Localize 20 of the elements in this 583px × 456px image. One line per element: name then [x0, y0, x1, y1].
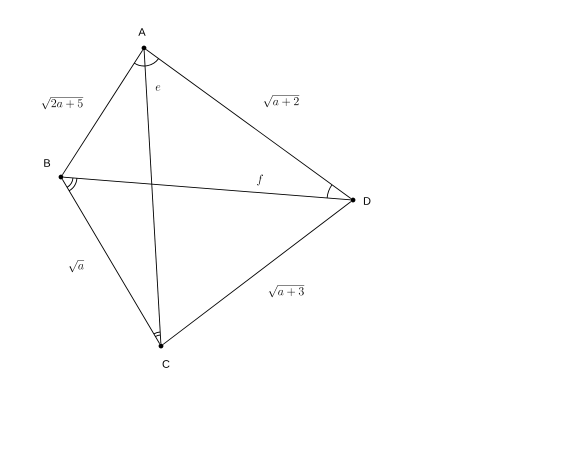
edge-label: $f$: [255, 174, 265, 186]
edge-label: $\sqrt{a+3}$: [266, 284, 306, 298]
point: B: [44, 159, 64, 180]
line-segment: [144, 50, 162, 344]
node-label: C: [162, 360, 170, 368]
edge-label: $\sqrt{2a+5}$: [40, 96, 84, 110]
edge-label: $\sqrt{a}$: [66, 258, 86, 274]
line-segment: [162, 201, 352, 345]
edge-label: $e$: [154, 84, 162, 92]
point: A: [138, 28, 146, 50]
line-segment: [62, 178, 160, 344]
node-label: D: [364, 197, 370, 205]
edge-label: $\sqrt{a+2}$: [262, 94, 300, 108]
point: D: [350, 197, 370, 205]
node-label: A: [138, 28, 146, 36]
line-segment: [146, 49, 352, 199]
line-segment: [63, 176, 351, 200]
point: C: [158, 344, 170, 368]
line-segment: [62, 50, 144, 176]
node-label: B: [44, 159, 50, 167]
